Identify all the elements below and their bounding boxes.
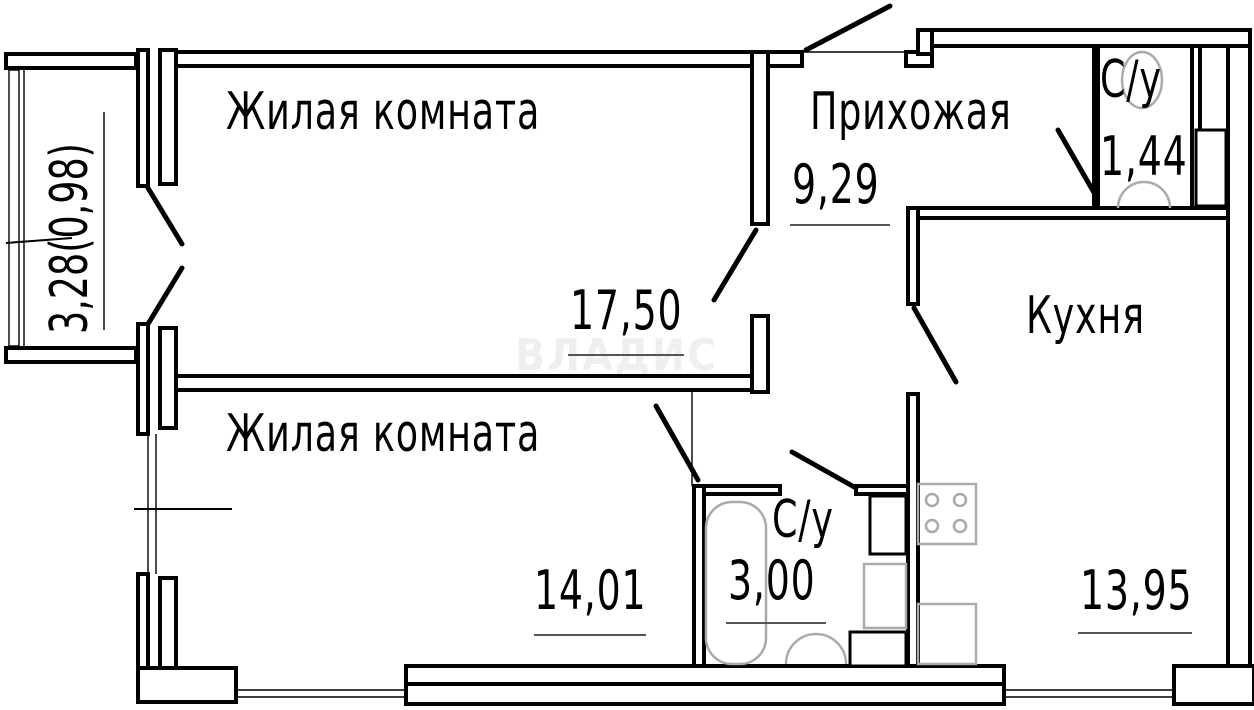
sink-icon bbox=[784, 632, 848, 665]
area-underline bbox=[790, 224, 890, 226]
fixtures bbox=[704, 50, 1228, 668]
doors bbox=[145, 3, 1099, 491]
kitchen-sink-icon bbox=[916, 602, 978, 666]
room-area-bathroom: 3,00 bbox=[728, 549, 816, 612]
top-wall bbox=[174, 28, 1252, 668]
room-area-balcony: 3,28(0,98) bbox=[40, 143, 100, 334]
room-name-hallway: Прихожая bbox=[810, 82, 1012, 142]
toilet-icon bbox=[1120, 50, 1164, 110]
room-name-living-2: Жилая комната bbox=[226, 404, 541, 464]
area-underline bbox=[726, 622, 826, 624]
bathtub-icon bbox=[704, 500, 768, 666]
room-name-living-1: Жилая комната bbox=[226, 82, 541, 142]
area-underline bbox=[534, 634, 646, 636]
stove-icon bbox=[916, 482, 978, 546]
room-area-kitchen: 13,95 bbox=[1080, 559, 1193, 622]
left-wall bbox=[5, 48, 232, 704]
room-name-bathroom: С/у bbox=[772, 490, 834, 550]
room-area-living-2: 14,01 bbox=[534, 559, 647, 622]
room-name-wc: С/у bbox=[1100, 50, 1162, 110]
area-underline bbox=[1078, 632, 1192, 634]
room-area-living-1: 17,50 bbox=[570, 279, 683, 342]
washer-icon bbox=[868, 494, 908, 556]
bottom-wall bbox=[136, 664, 1254, 706]
area-underline bbox=[568, 354, 684, 356]
room-area-hallway: 9,29 bbox=[792, 153, 880, 216]
room-name-kitchen: Кухня bbox=[1026, 286, 1145, 346]
room-area-wc: 1,44 bbox=[1100, 125, 1188, 188]
wc-sink-icon bbox=[1116, 180, 1172, 209]
